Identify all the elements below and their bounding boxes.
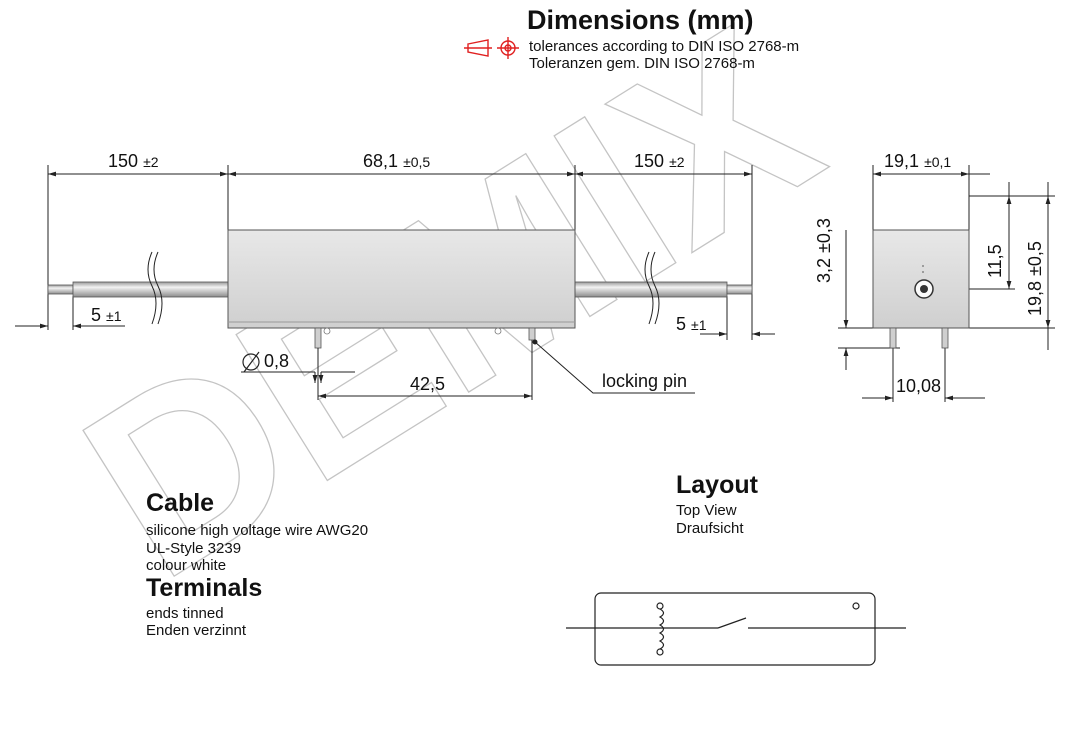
cable-heading: Cable [146, 489, 215, 517]
pin-dimensions [241, 339, 695, 400]
cable-line-3: colour white [146, 557, 227, 574]
tolerance-note-de: Toleranzen gem. DIN ISO 2768-m [529, 55, 755, 72]
terminals-line-2: Enden verzinnt [146, 622, 247, 639]
layout-heading: Layout [676, 471, 758, 499]
layout-line-2: Draufsicht [676, 520, 744, 537]
relay-body-end [872, 229, 970, 349]
layout-schematic [566, 592, 906, 666]
tolerance-symbol-icon [464, 37, 519, 59]
terminals-line-1: ends tinned [146, 605, 224, 622]
dim-right-strip: 5 ±1 [676, 314, 707, 334]
dim-right-cable: 150 ±2 [634, 151, 685, 171]
relay-body-side [227, 229, 576, 349]
dim-pin-diameter: 0,8 [264, 351, 290, 371]
cable-line-1: silicone high voltage wire AWG20 [146, 522, 369, 539]
dim-pin-spacing: 42,5 [410, 374, 446, 394]
dim-end-width: 19,1 ±0,1 [884, 151, 952, 171]
dim-left-strip: 5 ±1 [91, 305, 122, 325]
locking-pin-label: locking pin [602, 371, 688, 391]
dim-body-length: 68,1 ±0,5 [363, 151, 431, 171]
terminals-heading: Terminals [146, 574, 263, 602]
dim-end-height-left: 3,2 ±0,3 [814, 218, 834, 283]
end-view [838, 165, 1055, 402]
side-view [15, 165, 775, 340]
cable-line-2: UL-Style 3239 [146, 540, 242, 557]
diameter-symbol [242, 351, 260, 373]
dim-pin-offset: 10,08 [896, 376, 942, 396]
layout-line-1: Top View [676, 502, 737, 519]
page-title: Dimensions (mm) [527, 5, 754, 35]
dim-end-center-height: 11,5 [985, 244, 1005, 278]
dim-left-cable: 150 ±2 [108, 151, 159, 171]
tolerance-note-en: tolerances according to DIN ISO 2768-m [529, 38, 800, 55]
cable-left [47, 251, 229, 325]
dim-end-total-height: 19,8 ±0,5 [1025, 241, 1045, 316]
